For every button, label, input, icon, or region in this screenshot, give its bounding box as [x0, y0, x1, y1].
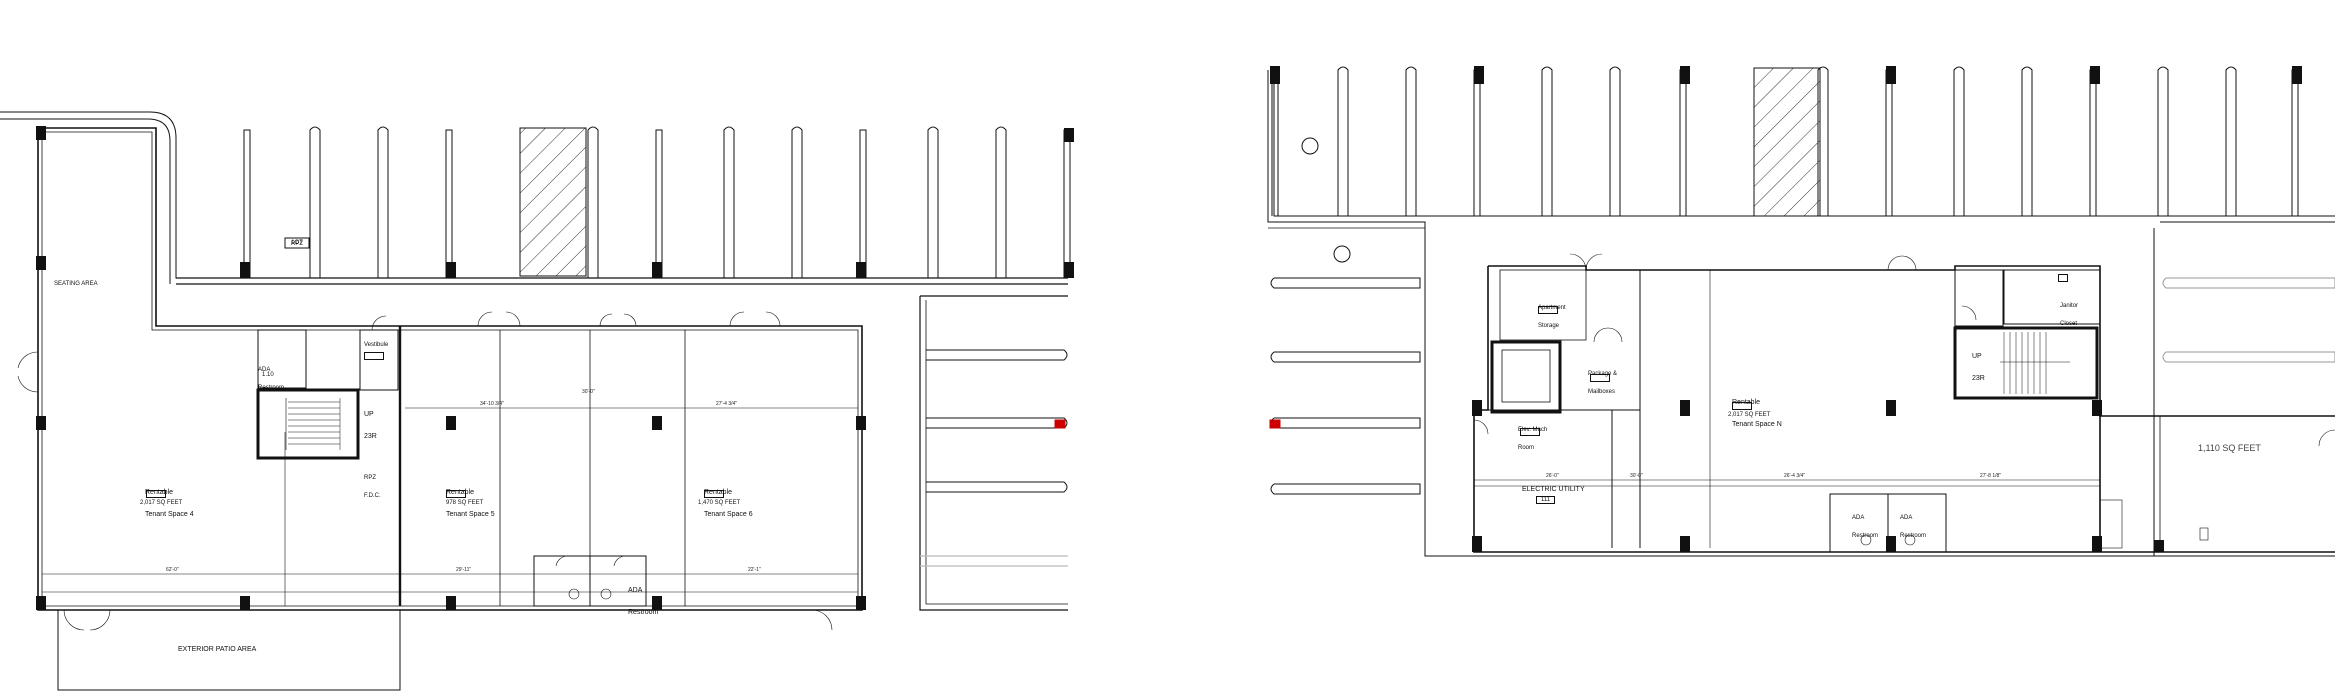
- left-horizontal-stalls: [926, 349, 1068, 493]
- dim-4: 62'-0": [166, 567, 179, 573]
- dim-r1: 26'-0": [1546, 473, 1559, 479]
- tenant-space-4-area: 2,017 SQ FEET: [140, 500, 183, 506]
- dim-r3: 26'-4 3/4": [1784, 473, 1806, 479]
- janitor-closet-tag: [2058, 274, 2068, 282]
- tenant-space-5-area: 978 SQ FEET: [446, 500, 484, 506]
- exterior-patio-label: EXTERIOR PATIO AREA: [178, 646, 257, 653]
- dim-6: 22'-1": [748, 567, 761, 573]
- right-building-plan: [1267, 70, 2335, 557]
- dim-3: 27'-4 3/4": [716, 401, 738, 407]
- left-parking-stalls: [243, 126, 1071, 278]
- janitor-closet-label: Janitor Closet: [2060, 302, 2079, 328]
- tenant-space-5-tag: [446, 490, 466, 498]
- rpz-code: 1OT: [291, 240, 303, 246]
- electric-utility-code: 111: [1536, 496, 1556, 505]
- dim-1: 34'-10 3/4": [480, 401, 504, 407]
- dim-2: 30'-0": [582, 389, 595, 395]
- right-columns: [1270, 66, 2302, 552]
- stair-up-right: UP 23R: [1972, 352, 1985, 382]
- tenant-space-5-label: Rentable Tenant Space 5: [446, 488, 495, 518]
- tenant-space-4-label: Rentable Tenant Space 4: [145, 488, 194, 518]
- rpz-label: RPZ: [291, 240, 303, 247]
- elev-mach-room-tag: [1520, 428, 1540, 436]
- tenant-space-4-tag: [146, 490, 166, 498]
- package-mailboxes-tag: [1590, 374, 1610, 382]
- apartment-storage-tag: [1538, 306, 1558, 314]
- ada-restroom-1-label: ADA Restroom: [1852, 514, 1879, 540]
- ada-restroom-center-label: ADA Restroom: [628, 586, 659, 616]
- elev-mach-room-label: Elev. Mach Room: [1518, 426, 1548, 452]
- tenant-space-n-tag: [1732, 402, 1752, 410]
- fdc-label: RPZ F.D.C.: [364, 474, 381, 500]
- right-horizontal-stalls: [1269, 277, 2335, 495]
- seating-area-label: SEATING AREA: [54, 281, 98, 287]
- dim-5: 29'-11": [456, 567, 472, 573]
- ada-restroom-left-code: 1.10: [262, 372, 274, 378]
- tenant-space-n-area: 2,017 SQ FEET: [1728, 412, 1771, 418]
- left-columns: [36, 126, 1074, 610]
- tenant-space-6-area: 1,470 SQ FEET: [698, 500, 741, 506]
- right-area-label: 1,110 SQ FEET: [2198, 443, 2261, 453]
- dim-r2: 30'-0": [1630, 473, 1643, 479]
- vestibule-label: Vestibule: [364, 342, 389, 348]
- tenant-space-6-label: Rentable Tenant Space 6: [704, 488, 753, 518]
- ada-restroom-2-label: ADA Restroom: [1900, 514, 1927, 540]
- dim-r4: 27'-8 1/8": [1980, 473, 2002, 479]
- apartment-storage-label: Apartment Storage: [1538, 304, 1566, 330]
- electric-utility-label: ELECTRIC UTILITY: [1522, 486, 1585, 493]
- package-mailboxes-label: Package & Mailboxes: [1588, 370, 1618, 396]
- stair-up-left: UP 23R: [364, 410, 377, 440]
- left-building-plan: [0, 111, 1068, 691]
- ada-restroom-left-label: ADA Restroom: [258, 366, 285, 392]
- right-parking-stalls: [1271, 66, 2299, 263]
- vestibule-tag: [364, 352, 384, 360]
- tenant-space-6-tag: [704, 490, 724, 498]
